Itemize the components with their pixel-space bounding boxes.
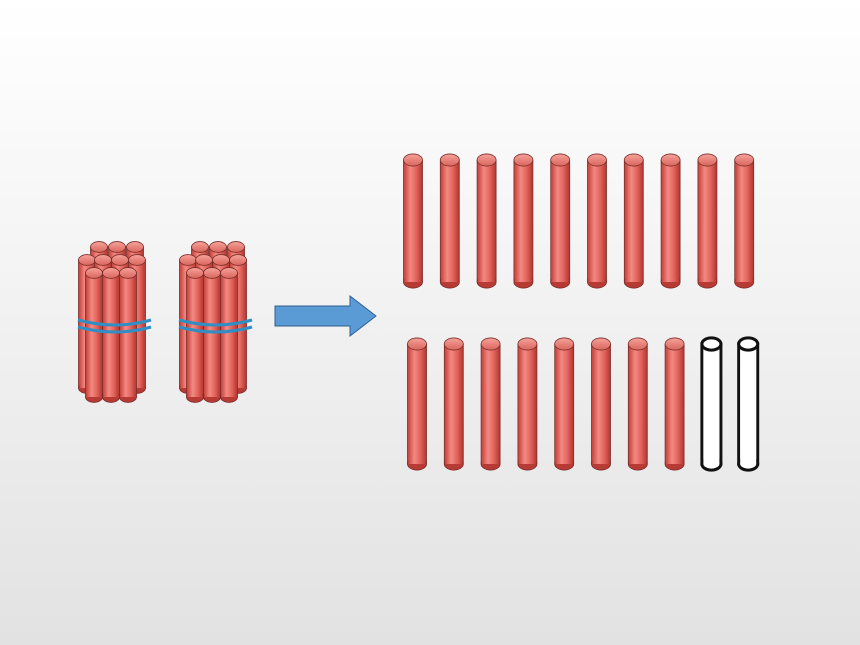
- empty-stick-outline: [700, 336, 723, 472]
- bundles-group: [77, 241, 253, 403]
- loose-stick: [517, 337, 538, 471]
- loose-stick: [513, 153, 534, 289]
- bundle-stick: [119, 267, 137, 403]
- loose-stick: [407, 337, 427, 471]
- bundle-stick: [203, 267, 221, 403]
- bundle-stick: [85, 267, 103, 403]
- loose-stick: [480, 337, 501, 471]
- loose-stick: [591, 337, 611, 471]
- bundle-stick: [220, 267, 238, 403]
- loose-stick: [476, 153, 497, 289]
- loose-stick: [439, 153, 460, 289]
- loose-stick: [554, 337, 575, 471]
- bundle-of-ten: [178, 241, 253, 403]
- loose-stick: [587, 153, 607, 289]
- loose-stick: [627, 337, 648, 471]
- empty-stick-outline: [737, 336, 760, 472]
- loose-sticks-group: [403, 153, 760, 472]
- loose-stick: [550, 153, 571, 289]
- loose-stick: [664, 337, 685, 471]
- rubber-band: [178, 325, 253, 334]
- loose-stick: [734, 153, 755, 289]
- bundle-of-ten: [77, 241, 152, 403]
- arrow-group: [274, 294, 377, 338]
- loose-stick: [623, 153, 644, 289]
- loose-stick: [443, 337, 464, 471]
- rubber-band: [77, 325, 152, 334]
- loose-stick: [697, 153, 718, 289]
- loose-stick: [403, 153, 423, 289]
- loose-stick: [660, 153, 681, 289]
- loose-stick-row: [403, 153, 755, 289]
- bundle-stick: [186, 267, 204, 403]
- rubber-band: [77, 318, 152, 327]
- rubber-band: [178, 318, 253, 327]
- bundle-stick: [102, 267, 120, 403]
- loose-stick-row: [407, 336, 760, 472]
- right-arrow-icon: [274, 294, 377, 338]
